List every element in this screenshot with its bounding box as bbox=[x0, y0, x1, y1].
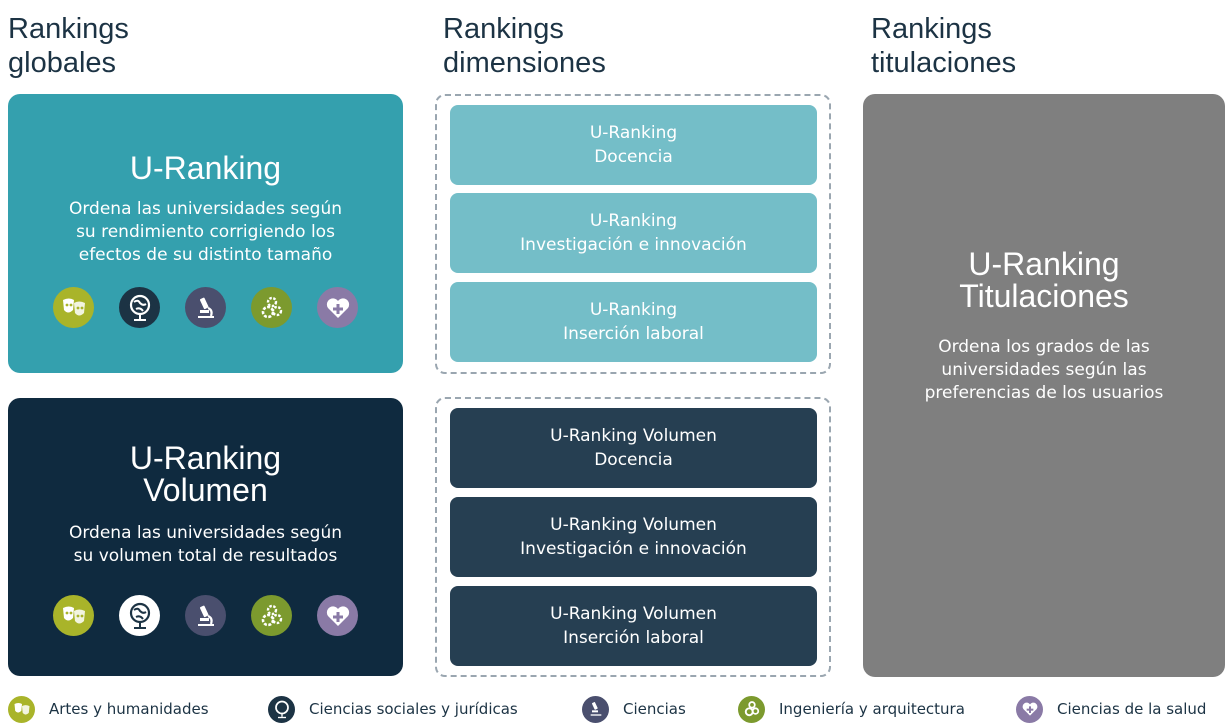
dimensions-group-light bbox=[435, 94, 831, 374]
dimension-item-subtitle: Investigación e innovación bbox=[520, 235, 747, 255]
legend-item-artes: Artes y humanidades bbox=[8, 695, 209, 723]
field-icons bbox=[53, 595, 358, 636]
dimension-item-docencia[interactable]: U-Ranking Docencia bbox=[450, 105, 817, 185]
dimension-item-subtitle: Docencia bbox=[594, 450, 673, 470]
card-title: U-Ranking bbox=[129, 150, 282, 186]
dimension-item-subtitle: Inserción laboral bbox=[563, 628, 704, 648]
dimension-item-volumen-insercion[interactable]: U-Ranking Volumen Inserción laboral bbox=[450, 586, 817, 666]
legend-item-sociales: Ciencias sociales y jurídicas bbox=[268, 695, 518, 723]
column-title-degrees: Rankings titulaciones bbox=[871, 13, 1017, 79]
legend-label: Artes y humanidades bbox=[49, 700, 209, 718]
dimension-item-subtitle: Inserción laboral bbox=[563, 324, 704, 344]
theater-masks-icon bbox=[53, 287, 94, 328]
column-title-global: Rankings globales bbox=[8, 13, 129, 79]
heart-plus-icon bbox=[1016, 695, 1043, 723]
dimension-item-investigacion[interactable]: U-Ranking Investigación e innovación bbox=[450, 193, 817, 273]
dimension-item-title: U-Ranking bbox=[589, 123, 678, 143]
legend-label: Ingeniería y arquitectura bbox=[779, 700, 965, 718]
dimension-item-title: U-Ranking Volumen bbox=[550, 604, 717, 624]
dimension-item-insercion[interactable]: U-Ranking Inserción laboral bbox=[450, 282, 817, 362]
globe-icon bbox=[119, 595, 160, 636]
microscope-icon bbox=[185, 287, 226, 328]
dimension-item-subtitle: Docencia bbox=[594, 147, 673, 167]
legend-label: Ciencias bbox=[623, 700, 686, 718]
card-description: Ordena las universidades según su rendim… bbox=[68, 199, 343, 265]
card-u-ranking[interactable]: U-Ranking Ordena las universidades según… bbox=[8, 94, 403, 373]
card-description: Ordena las universidades según su volume… bbox=[68, 523, 343, 566]
dimension-item-title: U-Ranking bbox=[589, 211, 678, 231]
card-u-ranking-volumen[interactable]: U-Ranking Volumen Ordena las universidad… bbox=[8, 398, 403, 676]
legend-item-salud: Ciencias de la salud bbox=[1016, 695, 1207, 723]
dimension-item-volumen-docencia[interactable]: U-Ranking Volumen Docencia bbox=[450, 408, 817, 488]
globe-icon bbox=[119, 287, 160, 328]
legend-item-ingenieria: Ingeniería y arquitectura bbox=[738, 695, 965, 723]
dimension-item-title: U-Ranking Volumen bbox=[550, 515, 717, 535]
card-u-ranking-titulaciones[interactable]: U-Ranking Titulaciones Ordena los grados… bbox=[863, 94, 1225, 677]
gears-icon bbox=[738, 695, 765, 723]
theater-masks-icon bbox=[8, 695, 35, 723]
microscope-icon bbox=[185, 595, 226, 636]
legend-item-ciencias: Ciencias bbox=[582, 695, 686, 723]
dimensions-group-dark bbox=[435, 397, 831, 677]
field-icons bbox=[53, 287, 358, 328]
gears-icon bbox=[251, 287, 292, 328]
dimension-item-title: U-Ranking bbox=[589, 300, 678, 320]
globe-icon bbox=[268, 695, 295, 723]
heart-plus-icon bbox=[317, 287, 358, 328]
dimension-item-subtitle: Investigación e innovación bbox=[520, 539, 747, 559]
column-title-dimensions: Rankings dimensiones bbox=[443, 13, 606, 79]
microscope-icon bbox=[582, 695, 609, 723]
heart-plus-icon bbox=[317, 595, 358, 636]
card-title: U-Ranking Titulaciones bbox=[959, 246, 1129, 314]
dimension-item-volumen-investigacion[interactable]: U-Ranking Volumen Investigación e innova… bbox=[450, 497, 817, 577]
dimension-item-title: U-Ranking Volumen bbox=[550, 426, 717, 446]
gears-icon bbox=[251, 595, 292, 636]
card-title: U-Ranking Volumen bbox=[129, 440, 282, 508]
card-description: Ordena los grados de las universidades s… bbox=[924, 337, 1164, 403]
legend-label: Ciencias sociales y jurídicas bbox=[309, 700, 518, 718]
legend-label: Ciencias de la salud bbox=[1057, 700, 1207, 718]
theater-masks-icon bbox=[53, 595, 94, 636]
